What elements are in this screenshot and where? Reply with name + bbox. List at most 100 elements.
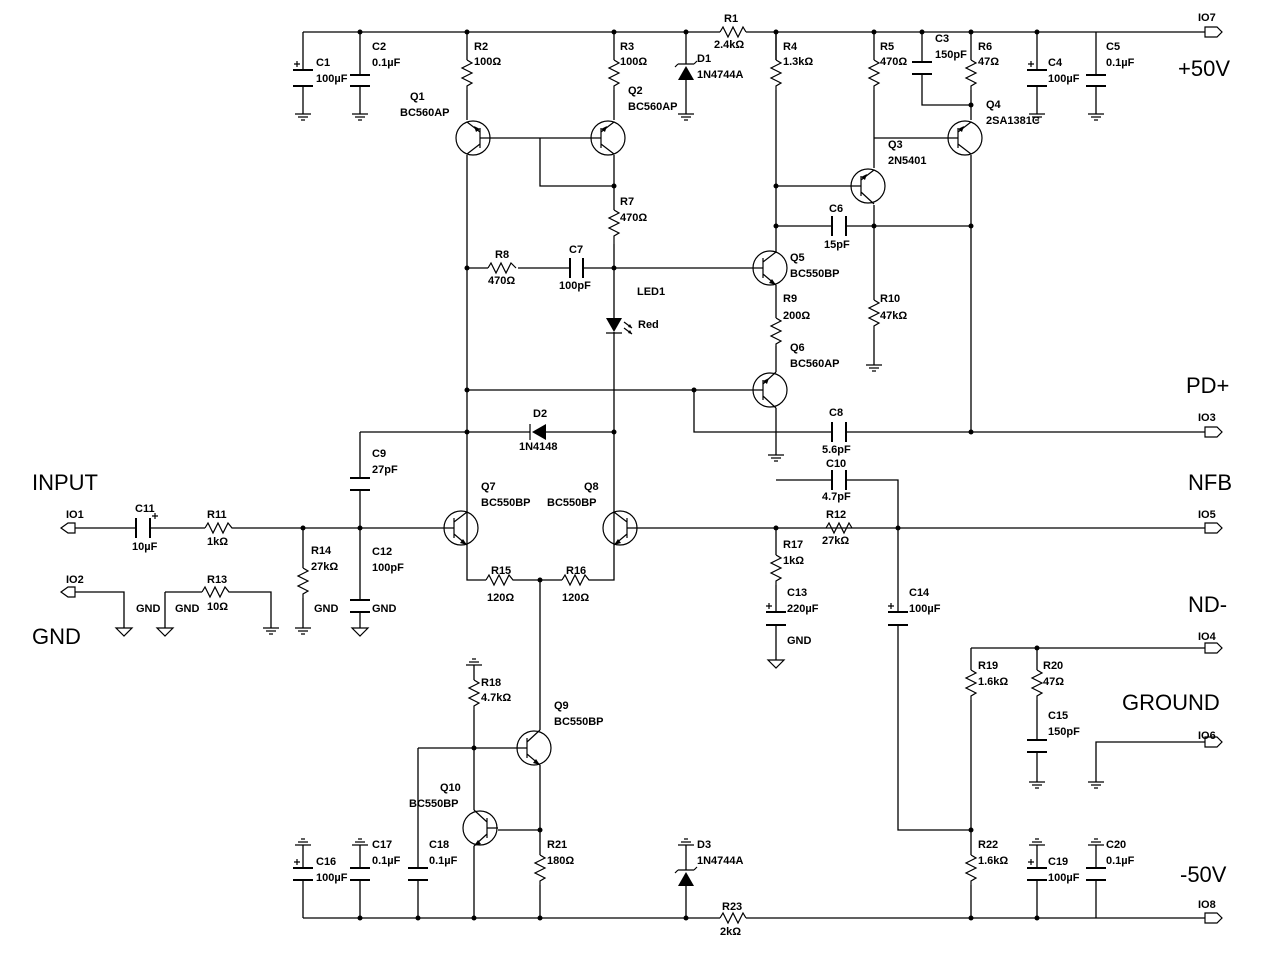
c6-name: C6 bbox=[829, 203, 843, 215]
r4-name: R4 bbox=[783, 41, 798, 53]
c16-symbol bbox=[293, 867, 313, 881]
r10-name: R10 bbox=[880, 293, 900, 305]
led1-symbol bbox=[606, 318, 633, 335]
c14-value: 100µF bbox=[909, 603, 941, 615]
r2-value: 100Ω bbox=[474, 56, 501, 68]
r7-symbol bbox=[607, 209, 621, 244]
ground-symbols bbox=[114, 113, 1104, 846]
q7-symbol bbox=[443, 510, 479, 546]
q4-symbol bbox=[947, 120, 983, 156]
transistors bbox=[443, 120, 983, 847]
c19-value: 100µF bbox=[1048, 872, 1080, 884]
c17-name: C17 bbox=[372, 839, 392, 851]
r2-name: R2 bbox=[474, 41, 488, 53]
r4-symbol bbox=[769, 59, 783, 90]
q4-value: 2SA1381C bbox=[986, 115, 1040, 127]
c10-value: 4.7pF bbox=[822, 491, 851, 503]
c15-name: C15 bbox=[1048, 710, 1068, 722]
r23-symbol bbox=[719, 911, 747, 925]
q8-symbol bbox=[602, 510, 638, 546]
r14-symbol bbox=[296, 567, 310, 598]
c9-name: C9 bbox=[372, 448, 386, 460]
r3-name: R3 bbox=[620, 41, 634, 53]
c1-name: C1 bbox=[316, 57, 330, 69]
c9-symbol bbox=[350, 477, 370, 491]
c18-symbol bbox=[408, 867, 428, 881]
resistors bbox=[201, 25, 1044, 925]
c18-value: 0.1µF bbox=[429, 855, 458, 867]
c1-value: 100µF bbox=[316, 73, 348, 85]
c18-name: C18 bbox=[429, 839, 449, 851]
label-nd-minus: ND- bbox=[1188, 592, 1227, 617]
d2-name: D2 bbox=[533, 408, 547, 420]
q3-name: Q3 bbox=[888, 139, 903, 151]
q1-symbol bbox=[455, 120, 491, 156]
r16-name: R16 bbox=[566, 565, 586, 577]
q5-value: BC550BP bbox=[790, 268, 840, 280]
c20-value: 0.1µF bbox=[1106, 855, 1135, 867]
r6-symbol bbox=[964, 59, 978, 90]
c3-symbol bbox=[912, 61, 932, 75]
c5-value: 0.1µF bbox=[1106, 57, 1135, 69]
r2-symbol bbox=[460, 59, 474, 90]
io5-connector bbox=[1204, 522, 1223, 534]
c4-symbol bbox=[1027, 69, 1047, 87]
capacitors bbox=[135, 61, 1106, 881]
r9-symbol bbox=[769, 317, 783, 346]
gnd-text-1: GND bbox=[136, 603, 161, 615]
c16-name: C16 bbox=[316, 856, 336, 868]
gnd-text-2: GND bbox=[175, 603, 200, 615]
io8-connector bbox=[1204, 912, 1223, 924]
gnd-text-5: GND bbox=[787, 635, 812, 647]
c14-symbol bbox=[888, 611, 908, 626]
c11-name: C11 bbox=[135, 503, 155, 515]
r18-value: 4.7kΩ bbox=[481, 692, 511, 704]
r15-name: R15 bbox=[491, 565, 511, 577]
c2-name: C2 bbox=[372, 41, 386, 53]
r7-value: 470Ω bbox=[620, 212, 647, 224]
q9-value: BC550BP bbox=[554, 716, 604, 728]
c4-name: C4 bbox=[1048, 57, 1063, 69]
r9-name: R9 bbox=[783, 293, 797, 305]
q4-name: Q4 bbox=[986, 99, 1002, 111]
r12-value: 27kΩ bbox=[822, 535, 849, 547]
r11-name: R11 bbox=[207, 509, 227, 521]
c3-name: C3 bbox=[935, 33, 949, 45]
c5-name: C5 bbox=[1106, 41, 1120, 53]
q10-name: Q10 bbox=[440, 782, 461, 794]
c19-name: C19 bbox=[1048, 856, 1068, 868]
r22-symbol bbox=[964, 854, 978, 885]
io7-label: IO7 bbox=[1198, 12, 1216, 24]
r14-name: R14 bbox=[311, 545, 332, 557]
r14-value: 27kΩ bbox=[311, 561, 338, 573]
c13-name: C13 bbox=[787, 587, 807, 599]
io5-label: IO5 bbox=[1198, 509, 1216, 521]
c20-symbol bbox=[1086, 867, 1106, 881]
r4-value: 1.3kΩ bbox=[783, 56, 813, 68]
c11-value: 10µF bbox=[132, 541, 158, 553]
d1-name: D1 bbox=[697, 53, 711, 65]
c20-name: C20 bbox=[1106, 839, 1126, 851]
io2-connector bbox=[59, 586, 76, 598]
r8-name: R8 bbox=[495, 249, 509, 261]
q6-value: BC560AP bbox=[790, 358, 840, 370]
q10-symbol bbox=[462, 809, 498, 847]
d1-value: 1N4744A bbox=[697, 69, 744, 81]
r21-symbol bbox=[533, 854, 547, 885]
q5-name: Q5 bbox=[790, 252, 805, 264]
io1-connector bbox=[59, 522, 76, 534]
c12-symbol bbox=[350, 599, 370, 613]
r5-name: R5 bbox=[880, 41, 894, 53]
r15-value: 120Ω bbox=[487, 592, 514, 604]
r20-symbol bbox=[1030, 669, 1044, 700]
r23-name: R23 bbox=[722, 901, 742, 913]
r18-name: R18 bbox=[481, 677, 501, 689]
q9-name: Q9 bbox=[554, 700, 569, 712]
c13-symbol bbox=[766, 611, 786, 626]
io7-connector bbox=[1204, 26, 1223, 38]
label-nfb: NFB bbox=[1188, 470, 1232, 495]
r8-symbol bbox=[487, 261, 517, 275]
r9-value: 200Ω bbox=[783, 310, 810, 322]
label-plus50v: +50V bbox=[1178, 56, 1230, 81]
